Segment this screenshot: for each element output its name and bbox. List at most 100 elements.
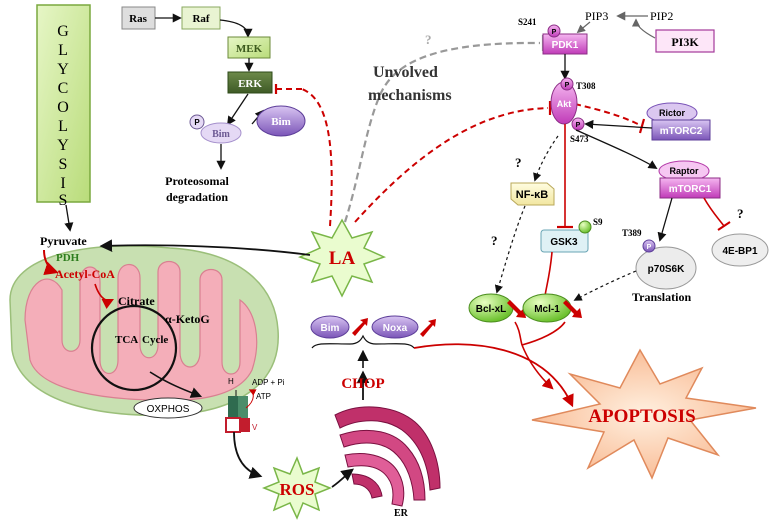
glycolysis-letter: C (58, 80, 69, 97)
glycolysis-letter: Y (57, 61, 69, 78)
chop-label: CHOP (341, 376, 384, 392)
gsk3-phospho-circle (578, 220, 592, 234)
bim-p-node (200, 122, 242, 144)
ros-to-er-arrow (331, 468, 355, 488)
pyruvate-label: Pyruvate (40, 234, 87, 248)
cycle-label: Cycle (142, 334, 168, 346)
pi3k-to-pip2-arrow (631, 18, 656, 39)
atpase-to-ros-arrow (233, 431, 263, 479)
s9-label: S9 (593, 217, 603, 227)
t308-label: T308 (576, 81, 596, 91)
pi3k-label: PI3K (671, 35, 699, 49)
apoptosis-starburst (531, 348, 757, 480)
nfkb-to-bclxl-arrow (494, 205, 526, 294)
raptor-label: Raptor (670, 166, 699, 176)
glycolysis-letter: L (58, 118, 68, 135)
pdk1-label: PDK1 (552, 40, 579, 51)
4ebp1-inhibition-bar (717, 221, 731, 231)
ras-label: Ras (129, 13, 147, 25)
la-to-pyruvate-arrow (99, 239, 311, 256)
raf-node: Raf (181, 6, 221, 30)
mitochondrion (9, 245, 279, 417)
degradation-line2: degradation (166, 190, 228, 204)
pyruvate-to-acetylcoa-arrow (43, 249, 59, 276)
p70-to-mcl1-arrow (573, 270, 637, 301)
h-label: H (228, 377, 234, 386)
bim-phospho-circle (189, 114, 205, 130)
glycolysis-letter: I (60, 175, 65, 192)
adp-atp-arrow (245, 389, 257, 409)
bclxl-label: Bcl-xL (476, 304, 507, 315)
4ebp1-question: ? (737, 206, 744, 221)
4ebp1-label: 4E-BP1 (722, 246, 757, 257)
akt-label: Akt (557, 99, 572, 109)
pdk1-phospho-label: P (552, 29, 557, 36)
s473-label: S473 (570, 134, 589, 144)
pip2-label: PIP2 (650, 9, 673, 23)
pip3-label: PIP3 (585, 9, 608, 23)
unvolved-mechanism-line (343, 41, 541, 223)
mcl1-down-arrow (563, 300, 582, 318)
p70-phospho-label: P (647, 244, 652, 251)
citrate-label: Citrate (118, 294, 155, 308)
bim-er-label: Bim (321, 323, 340, 334)
glycolysis-letter: G (57, 23, 69, 40)
bim-phospho-label: P (194, 118, 200, 127)
v-label: V (252, 423, 258, 432)
akt-to-mtorc1-arrow (575, 129, 658, 169)
bim-label: Bim (271, 116, 291, 128)
glycolysis-letter: S (59, 192, 68, 209)
glycolysis-letter: Y (57, 137, 69, 154)
degradation-line1: Proteosomal (165, 174, 229, 188)
la-inhibits-erk-line (301, 88, 333, 227)
bcl-to-apoptosis-arrow (521, 344, 554, 390)
bim-node (256, 105, 306, 137)
translation-label: Translation (632, 290, 691, 304)
nfkb-label: NF-κB (516, 189, 548, 201)
la-starburst (297, 218, 387, 298)
unvolved-question: ? (425, 32, 432, 47)
mtorc1-label: mTORC1 (669, 184, 712, 195)
ras-node: Ras (121, 6, 156, 30)
oxphos-oval (133, 397, 203, 419)
raf-label: Raf (192, 13, 209, 25)
unvolved-line1: Unvolved (373, 64, 438, 81)
pi3k-node: PI3K (655, 29, 715, 53)
noxa-node (371, 315, 419, 339)
akt-t308-phospho (560, 77, 574, 91)
bim-p-label: Bim (212, 129, 230, 140)
akt-to-nfkb-arrow (533, 135, 559, 182)
pdk1-node: PDK1 (542, 33, 588, 55)
la-label: LA (329, 248, 356, 269)
pdh-label: PDH (56, 252, 80, 264)
mcl1-label: Mcl-1 (534, 304, 560, 315)
tca-to-oxphos-arrow (149, 371, 203, 398)
bim-er-node (310, 315, 350, 339)
atp-synthase (225, 390, 250, 433)
noxa-label: Noxa (383, 323, 408, 334)
glycolysis-letter: L (58, 42, 68, 59)
gsk3-label: GSK3 (550, 237, 578, 248)
mtorc1-inhibits-4ebp1 (703, 197, 725, 227)
akt-s473-phospho (571, 117, 585, 131)
pdk1-phospho-circle (547, 24, 561, 38)
bcl-brace-right (521, 321, 566, 346)
mtorc2-to-akt-arrow (584, 119, 653, 129)
mtorc1-node (659, 177, 721, 199)
oxphos-label: OXPHOS (147, 404, 190, 415)
bcl-brace-left (514, 321, 523, 346)
akt-s473-p: P (576, 122, 581, 129)
glycolysis-letter: O (57, 99, 69, 116)
tca-label: TCA (115, 334, 138, 346)
noxa-up-arrow (420, 319, 436, 337)
tca-cycle-circle (90, 304, 178, 392)
er-label: ER (394, 508, 409, 519)
pip3-to-pdk1-arrow (576, 21, 591, 34)
t389-label: T389 (622, 228, 642, 238)
gsk3-node: GSK3 (540, 229, 589, 253)
rictor-label: Rictor (659, 108, 686, 118)
erk-node: ERK (227, 71, 273, 94)
apoptosis-label: APOPTOSIS (588, 406, 695, 427)
